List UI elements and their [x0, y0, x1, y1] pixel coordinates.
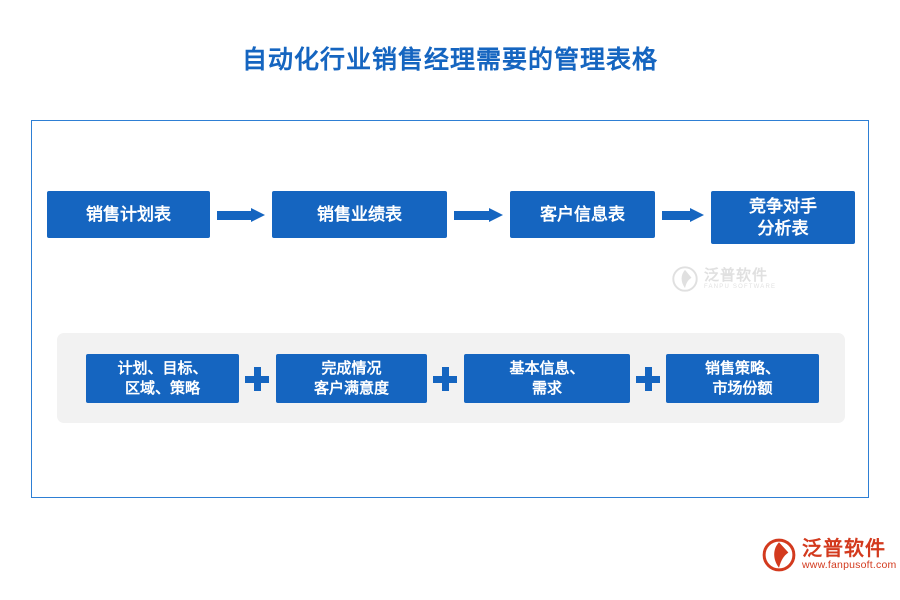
detail-item-3-line2: 需求: [531, 379, 562, 397]
detail-item-2-line2: 客户满意度: [313, 379, 389, 397]
flow-arrow-3: [662, 208, 704, 222]
detail-item-3-line1: 基本信息、: [509, 360, 585, 377]
detail-item-3: 基本信息、 需求: [464, 354, 630, 403]
fanpu-brand-logo: 泛普软件 www.fanpusoft.com: [762, 538, 896, 572]
flow-step-4-label-line1: 竞争对手: [749, 197, 817, 217]
flow-arrow-2: [454, 208, 503, 222]
watermark-text: 泛普软件 FANPU SOFTWARE: [704, 268, 776, 290]
fanpu-logo-icon: [762, 538, 796, 572]
logo-text: 泛普软件 www.fanpusoft.com: [802, 538, 896, 572]
watermark-fanpu: 泛普软件 FANPU SOFTWARE: [672, 266, 776, 292]
flow-step-2: 销售业绩表: [272, 191, 447, 238]
flow-step-2-label: 销售业绩表: [317, 204, 402, 224]
diagram-frame: 销售计划表 销售业绩表 客户信息表 竞争对: [31, 120, 869, 498]
detail-item-1: 计划、目标、 区域、策略: [86, 354, 239, 403]
flow-step-3: 客户信息表: [510, 191, 655, 238]
arrow-shaft: [217, 211, 251, 220]
plus-icon-1: [245, 367, 269, 391]
watermark-en: FANPU SOFTWARE: [704, 283, 777, 290]
detail-item-4-line1: 销售策略、: [704, 360, 780, 377]
flow-step-4-label-line2: 分析表: [757, 218, 809, 238]
detail-item-4-line2: 市场份额: [712, 379, 773, 397]
arrow-head: [489, 208, 503, 222]
flow-arrow-1: [217, 208, 265, 222]
flow-step-1: 销售计划表: [47, 191, 210, 238]
flow-row: 销售计划表 销售业绩表 客户信息表 竞争对: [32, 121, 870, 261]
detail-item-1-line1: 计划、目标、: [117, 360, 208, 377]
arrow-shaft: [454, 211, 489, 220]
detail-item-2: 完成情况 客户满意度: [276, 354, 427, 403]
details-band: 计划、目标、 区域、策略 完成情况 客户满意度 基本信息、 需求: [57, 333, 845, 423]
plus-icon-2: [433, 367, 457, 391]
detail-item-2-line1: 完成情况: [321, 360, 382, 377]
watermark-cn: 泛普软件: [704, 266, 769, 284]
plus-icon-3: [636, 367, 660, 391]
arrow-head: [251, 208, 265, 222]
detail-item-1-line2: 区域、策略: [124, 379, 200, 397]
arrow-head: [690, 208, 704, 222]
page-title: 自动化行业销售经理需要的管理表格: [241, 46, 658, 74]
flow-step-3-label: 客户信息表: [540, 204, 625, 224]
logo-url: www.fanpusoft.com: [802, 559, 897, 572]
flow-step-1-label: 销售计划表: [86, 204, 171, 224]
detail-item-4: 销售策略、 市场份额: [666, 354, 819, 403]
fanpu-logo-icon: [672, 266, 698, 292]
logo-cn: 泛普软件: [802, 538, 886, 561]
flow-step-4: 竞争对手 分析表: [711, 191, 855, 244]
arrow-shaft: [662, 211, 690, 220]
